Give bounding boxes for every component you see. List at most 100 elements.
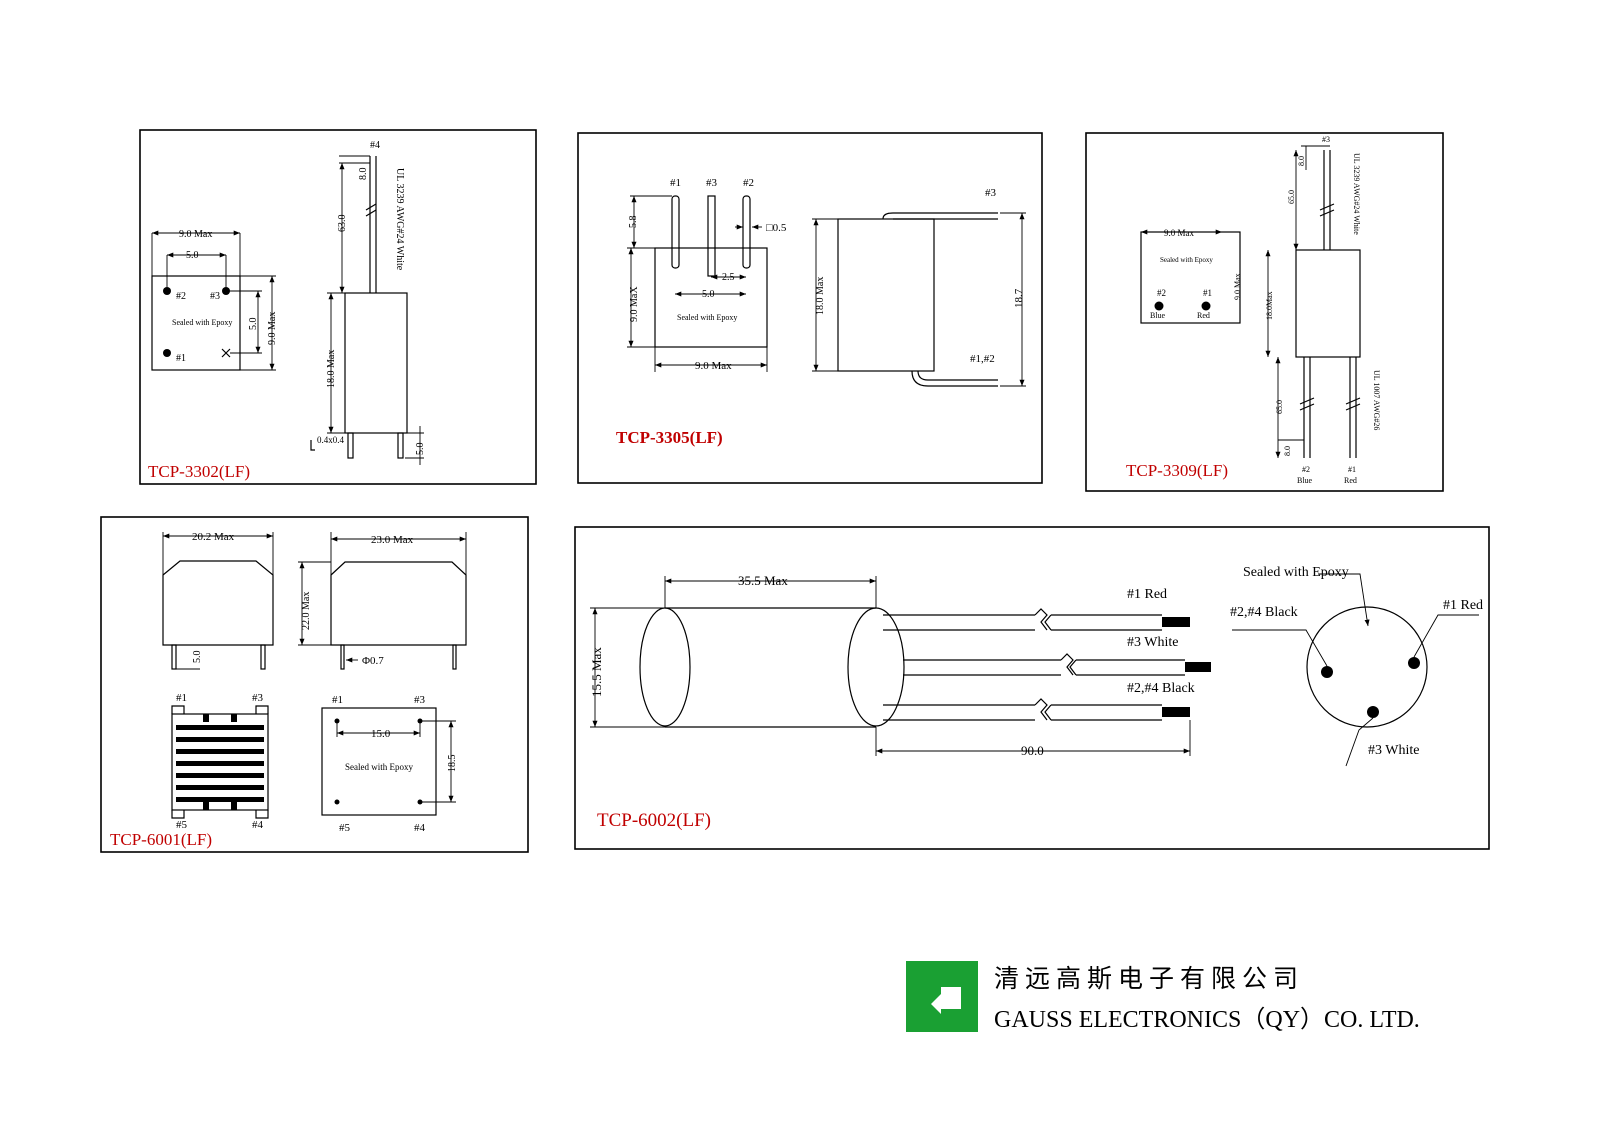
wire-spec: UL 3239 AWG#24 White [394,168,405,271]
panel-tcp6001: 20.2 Max 5.0 23.0 Max 22.0 Max Φ0.7 [100,516,529,853]
end-lead24-label: #2,#4 Black [1230,605,1298,620]
color-red-label: Red [1197,311,1210,320]
dim-top-strip: 8.0 [1297,156,1306,166]
dim-width: 9.0 Max [179,229,212,240]
lead24-label: #2,#4 Black [1127,681,1195,696]
lead3-label: #3 White [1127,635,1178,650]
pin3-top-label: #3 [414,694,426,706]
cross-mark-icon [221,348,231,358]
dim-pin-dia: Φ0.7 [362,655,384,667]
company-logo-icon [906,961,978,1032]
dim-width: 9.0 Max [695,360,732,372]
end-lead3-label: #3 White [1368,743,1419,758]
bottom-blue-label: Blue [1297,476,1313,485]
dim-front-width: 20.2 Max [192,531,235,543]
pin3-label: #3 [706,177,718,189]
panel-title: TCP-6001(LF) [110,830,212,849]
bottom-red-label: Red [1344,476,1357,485]
cylinder-body [665,607,876,728]
pin3-core-label: #3 [252,692,264,704]
dim-height: 9.0 MaX [629,286,640,322]
panel-title: TCP-6002(LF) [597,810,711,831]
component-side-view [837,218,935,372]
pin5-top-label: #5 [339,822,351,834]
panel-title: TCP-3309(LF) [1126,461,1228,480]
dim-pitch-h: 15.0 [371,728,391,740]
panel-tcp3309: Sealed with Epoxy #2 #1 Blue Red 9.0 Max… [1085,132,1444,492]
sealed-label: Sealed with Epoxy [677,313,737,322]
dim-length: 35.5 Max [738,573,788,588]
dim-pitch-vertical: 5.0 [248,318,259,331]
component-side-view [344,292,408,434]
panel-tcp3305: #1 #3 #2 5.8 9.0 MaX □0.5 2.5 5.0 Sealed… [577,132,1043,484]
component-side-view [1295,249,1361,358]
company-block: 清远高斯电子有限公司 GAUSS ELECTRONICS（QY）CO. LTD. [906,961,1420,1033]
sealed-label: Sealed with Epoxy [172,318,232,327]
lead1-label: #1 Red [1127,587,1167,602]
pin3-side-label: #3 [985,187,997,199]
dim-pitch: 5.0 [702,289,715,300]
pin2-bottom-label: #2 [1302,465,1310,474]
pin1-label: #1 [670,177,681,189]
dim-side-width: 23.0 Max [371,534,414,546]
end-view-circle [1306,606,1428,728]
pin1-label: #1 [1203,288,1212,298]
component-side-view [330,561,467,646]
pin1-label: #1 [176,353,186,364]
dim-pitch-small: 2.5 [722,272,735,283]
dim-pitch-v: 18.5 [447,755,458,773]
component-front-view [654,247,768,348]
dim-top-wire: 65.0 [1287,190,1296,204]
panel-frame [574,526,1490,850]
dim-pin-length: 5.0 [415,443,426,456]
pin1-top-label: #1 [332,694,343,706]
panel-tcp6002: #1 Red #3 White #2,#4 Black 35.5 Max 15.… [574,526,1490,850]
dim-dia: 15.5 Max [589,647,604,697]
dim-bottom-strip: 8.0 [1283,446,1292,456]
pin4-label: #4 [370,140,380,151]
panel-title: TCP-3305(LF) [616,428,723,447]
top-wire-spec: UL 3239 AWG#24 White [1352,153,1361,235]
pin5-core-label: #5 [176,819,188,831]
pin1-bottom-label: #1 [1348,465,1356,474]
sealed-label: Sealed with Epoxy [345,762,413,772]
dim-pitch: 5.0 [186,250,199,261]
dim-pin-section: 0.4x0.4 [317,435,345,445]
dim-pin-size: □0.5 [766,222,787,234]
pin3-label: #3 [210,291,220,302]
component-top-view [321,707,437,816]
panel-frame [139,129,537,485]
sealed-label: Sealed with Epoxy [1160,256,1213,264]
dim-lead: 90.0 [1021,743,1044,758]
end-sealed-label: Sealed with Epoxy [1243,565,1349,580]
panel-title: TCP-3302(LF) [148,462,250,481]
panel-frame [577,132,1043,484]
pin2-label: #2 [743,177,754,189]
pin2-label: #2 [176,291,186,302]
dim-bottom-wire: 65.0 [1275,400,1284,414]
dim-length: 18.0 Max [815,277,826,315]
company-name-en: GAUSS ELECTRONICS（QY）CO. LTD. [994,1007,1420,1033]
color-blue-label: Blue [1150,311,1166,320]
pin4-top-label: #4 [414,822,426,834]
panel-frame [100,516,529,853]
dim-height: 22.0 Max [301,592,312,630]
component-front-view [162,560,274,646]
end-lead1-label: #1 Red [1443,598,1483,613]
pin12-label: #1,#2 [970,353,995,365]
pin3-label: #3 [1322,135,1330,144]
dim-height-max: 9.0 Max [267,312,278,345]
dim-pin-top: 5.8 [628,216,639,229]
component-top-view [151,275,241,371]
dim-pin-length: 5.0 [192,651,203,664]
dim-width: 9.0 Max [1164,228,1194,238]
core-lamination-view [171,705,269,819]
pin2-label: #2 [1157,288,1166,298]
dim-body: 18.0 Max [326,350,337,388]
dim-strip: 8.0 [358,168,369,181]
panel-tcp3302: 9.0 Max 5.0 9.0 Max 5.0 #2 #3 #1 Sealed … [139,129,537,485]
company-name-cn: 清远高斯电子有限公司 [994,964,1304,993]
dim-height: 9.0 Max [1233,273,1242,300]
dim-lead-span: 18.7 [1013,288,1025,308]
